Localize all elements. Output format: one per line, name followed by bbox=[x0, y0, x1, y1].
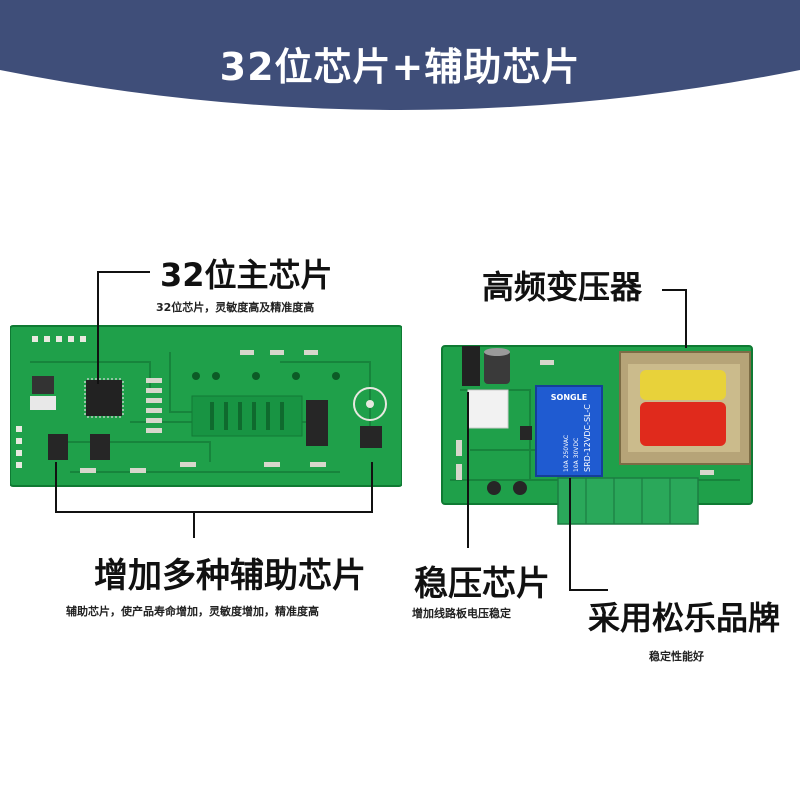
capacitor bbox=[484, 348, 510, 384]
relay-brand-desc: 稳定性能好 bbox=[649, 650, 704, 663]
relay-brand-text: SONGLE bbox=[551, 393, 587, 402]
banner-title: 32位芯片+辅助芯片 bbox=[219, 45, 581, 89]
relay-rating-2: 10A 30VDC bbox=[573, 438, 580, 472]
main-chip-title: 32位主芯片 bbox=[160, 256, 333, 294]
relay: SONGLE SRD-12VDC-SL-C 10A 250VAC 10A 30V… bbox=[535, 385, 603, 477]
main-chip bbox=[84, 378, 124, 418]
regulator-chip bbox=[462, 346, 480, 386]
main-chip-desc: 32位芯片，灵敏度高及精准度高 bbox=[156, 301, 315, 314]
terminal-block bbox=[557, 477, 699, 525]
main-control-board bbox=[10, 325, 402, 487]
transformer bbox=[619, 351, 751, 465]
relay-brand-title: 采用松乐品牌 bbox=[588, 599, 781, 637]
relay-model-text: SRD-12VDC-SL-C bbox=[583, 404, 592, 472]
transformer-title: 高频变压器 bbox=[482, 268, 643, 306]
banner-background bbox=[0, 0, 800, 110]
aux-chips-title: 增加多种辅助芯片 bbox=[94, 556, 366, 596]
power-board: SONGLE SRD-12VDC-SL-C 10A 250VAC 10A 30V… bbox=[441, 345, 753, 525]
regulator-desc: 增加线路板电压稳定 bbox=[412, 607, 511, 620]
header-banner: 32位芯片+辅助芯片 bbox=[0, 0, 800, 112]
regulator-title: 稳压芯片 bbox=[414, 564, 550, 604]
aux-chips-desc: 辅助芯片，使产品寿命增加，灵敏度增加，精准度高 bbox=[66, 605, 319, 618]
relay-rating-1: 10A 250VAC bbox=[563, 435, 570, 472]
aux-chips bbox=[48, 400, 382, 460]
